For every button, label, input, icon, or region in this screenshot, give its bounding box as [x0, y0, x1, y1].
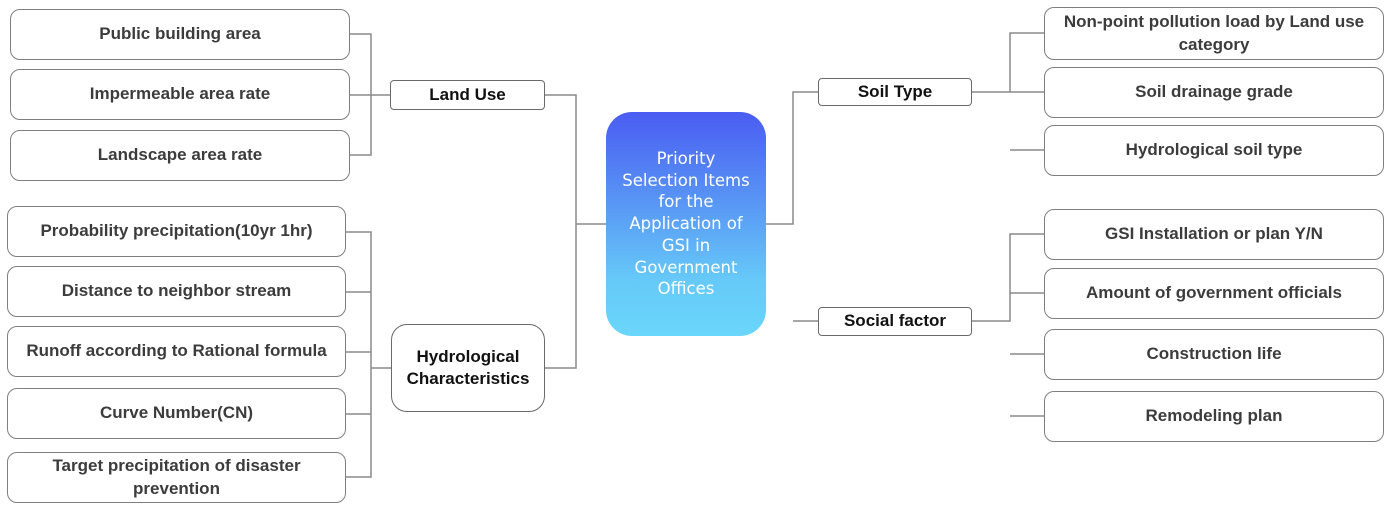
hydrological-item-curve-number: Curve Number(CN)	[7, 388, 346, 439]
connector-center-to-right	[766, 91, 818, 322]
category-social-factor: Social factor	[818, 307, 972, 336]
category-soil-type: Soil Type	[818, 78, 972, 106]
soil-type-item-soil-drainage-grade: Soil drainage grade	[1044, 67, 1384, 118]
land-use-item-landscape-area-rate: Landscape area rate	[10, 130, 350, 181]
soil-type-item-non-point-pollution: Non-point pollution load by Land use cat…	[1044, 7, 1384, 60]
soil-type-item-hydrological-soil-type: Hydrological soil type	[1044, 125, 1384, 176]
hydrological-item-distance-to-stream: Distance to neighbor stream	[7, 266, 346, 317]
hydrological-item-runoff-rational-formula: Runoff according to Rational formula	[7, 326, 346, 377]
connector-left-to-center	[545, 94, 606, 369]
connector-land-use-items	[350, 33, 390, 156]
center-priority-selection: Priority Selection Items for the Applica…	[606, 112, 766, 336]
land-use-item-impermeable-area-rate: Impermeable area rate	[10, 69, 350, 120]
center-title: Priority Selection Items for the Applica…	[622, 148, 750, 299]
category-hydrological-characteristics: Hydrological Characteristics	[391, 324, 545, 412]
social-factor-item-gsi-installation: GSI Installation or plan Y/N	[1044, 209, 1384, 260]
connector-social-factor-items	[972, 233, 1044, 417]
connector-soil-type-items	[972, 32, 1044, 151]
connector-hydrological-items	[346, 231, 391, 478]
social-factor-item-construction-life: Construction life	[1044, 329, 1384, 380]
hydrological-item-target-precipitation: Target precipitation of disaster prevent…	[7, 452, 346, 503]
hydrological-item-probability-precipitation: Probability precipitation(10yr 1hr)	[7, 206, 346, 257]
category-land-use: Land Use	[390, 80, 545, 110]
social-factor-item-government-officials: Amount of government officials	[1044, 268, 1384, 319]
land-use-item-public-building-area: Public building area	[10, 9, 350, 60]
social-factor-item-remodeling-plan: Remodeling plan	[1044, 391, 1384, 442]
